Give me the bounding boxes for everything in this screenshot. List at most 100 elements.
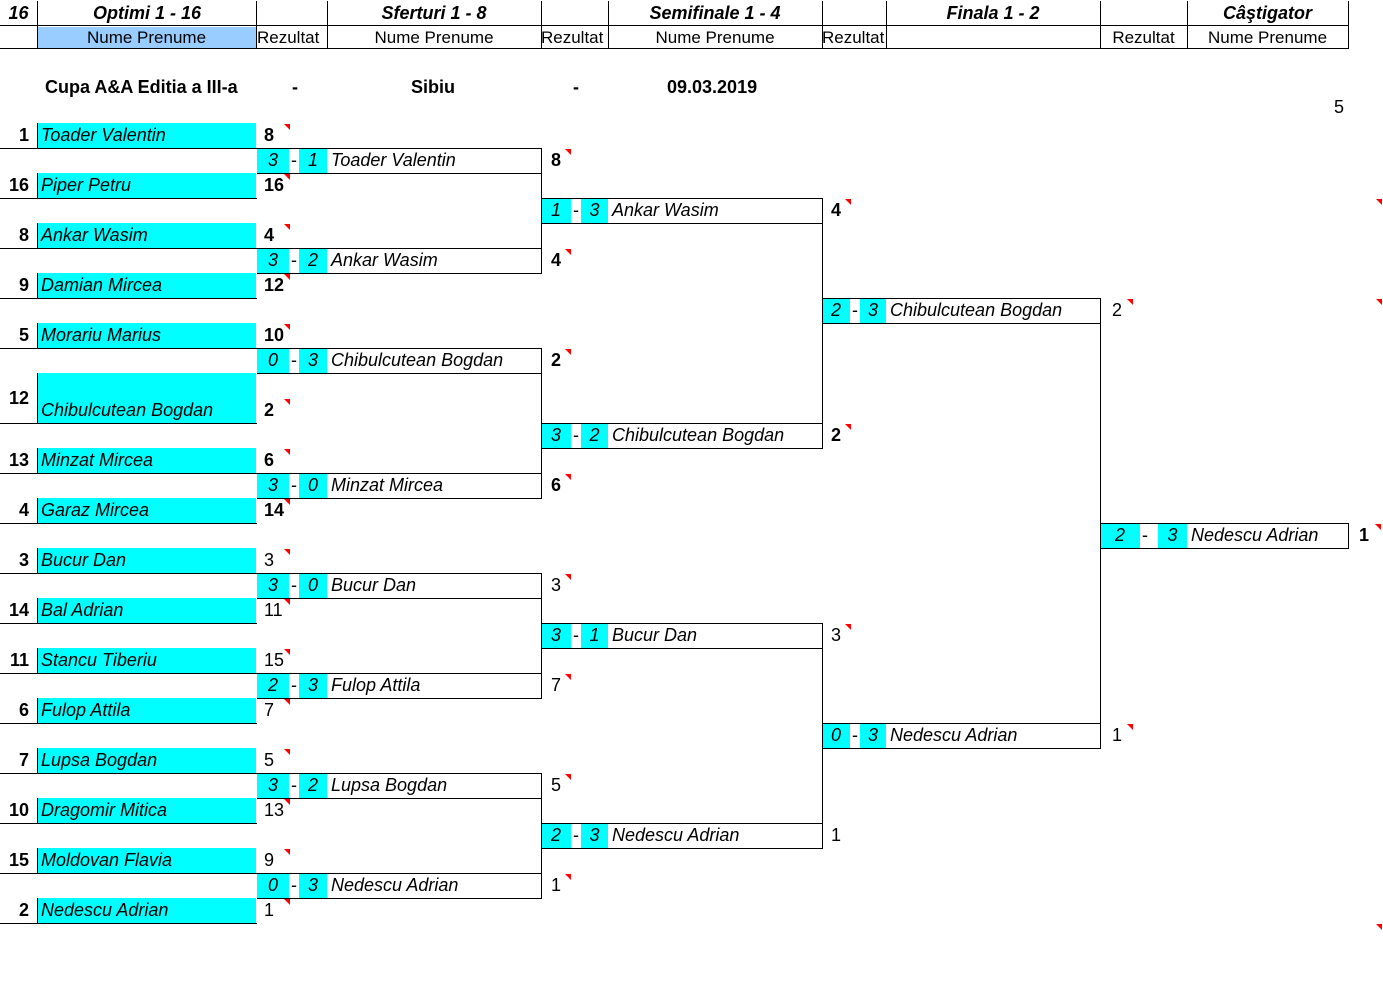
seed-number: 16 [8, 175, 29, 195]
player-name[interactable]: Stancu Tiberiu [37, 648, 256, 673]
bracket-line [0, 148, 257, 149]
player-name[interactable]: Dragomir Mitica [37, 798, 256, 823]
set-score: 3 [257, 473, 289, 498]
seed-number: 1 [18, 125, 29, 145]
header-divider [0, 25, 1348, 26]
header-count: 16 [8, 3, 29, 23]
player-name[interactable]: Chibulcutean Bogdan [612, 425, 785, 445]
winner-name[interactable]: Nedescu Adrian [1191, 525, 1319, 545]
set-score: 3 [257, 248, 289, 273]
result-value: 15 [264, 650, 285, 670]
comment-marker [284, 499, 290, 505]
player-name[interactable]: Ankar Wasim [331, 250, 438, 270]
side-number: 5 [1334, 97, 1345, 117]
bracket-line [0, 823, 257, 824]
bracket-line [822, 298, 1100, 299]
player-name[interactable]: Garaz Mircea [37, 498, 256, 523]
comment-marker [284, 749, 290, 755]
bracket-line [541, 648, 822, 649]
comment-marker [284, 799, 290, 805]
player-name[interactable]: Toader Valentin [37, 123, 256, 148]
bracket-line [37, 373, 38, 423]
result-value: 6 [264, 450, 275, 470]
bracket-line [1100, 323, 1101, 723]
bracket-line [541, 798, 542, 898]
result-value: 1 [551, 875, 562, 895]
result-value: 1 [1112, 725, 1123, 745]
player-name[interactable]: Bucur Dan [37, 548, 256, 573]
player-name[interactable]: Bucur Dan [331, 575, 417, 595]
bracket-line [37, 223, 38, 248]
score-dash: - [291, 350, 297, 370]
header-rezultat-4: Rezultat [1112, 28, 1175, 47]
set-score: 3 [299, 873, 327, 898]
player-name[interactable]: Nedescu Adrian [331, 875, 459, 895]
player-name[interactable]: Ankar Wasim [612, 200, 719, 220]
player-name[interactable]: Nedescu Adrian [890, 725, 1018, 745]
header-gridline [1187, 1, 1188, 49]
bracket-line [257, 873, 541, 874]
set-score: 1 [541, 198, 571, 223]
player-name[interactable]: Minzat Mircea [37, 448, 256, 473]
set-score: 3 [1158, 523, 1187, 548]
player-name[interactable]: Chibulcutean Bogdan [37, 373, 256, 423]
set-score: 0 [299, 573, 327, 598]
bracket-line [0, 523, 257, 524]
bracket-line [541, 623, 822, 624]
event-city: Sibiu [411, 77, 455, 97]
header-gridline [256, 1, 257, 49]
player-name[interactable]: Minzat Mircea [331, 475, 444, 495]
result-value: 3 [831, 625, 842, 645]
result-value: 4 [831, 200, 842, 220]
comment-marker [284, 124, 290, 130]
winner-result: 1 [1359, 525, 1370, 545]
bracket-line [37, 498, 38, 523]
player-name[interactable]: Chibulcutean Bogdan [890, 300, 1063, 320]
header-castigator: Câştigator [1222, 3, 1312, 23]
bracket-line [0, 248, 257, 249]
player-name[interactable]: Bal Adrian [37, 598, 256, 623]
player-name[interactable]: Piper Petru [37, 173, 256, 198]
player-name[interactable]: Toader Valentin [331, 150, 456, 170]
result-value: 2 [551, 350, 562, 370]
seed-number: 6 [18, 700, 29, 720]
seed-number: 8 [18, 225, 29, 245]
result-value: 7 [551, 675, 562, 695]
comment-marker [284, 649, 290, 655]
bracket-line [822, 748, 1100, 749]
player-name[interactable]: Nedescu Adrian [612, 825, 740, 845]
player-name[interactable]: Lupsa Bogdan [331, 775, 448, 795]
player-name[interactable]: Morariu Marius [37, 323, 256, 348]
bracket-line [1100, 723, 1101, 749]
header-gridline [1100, 1, 1101, 49]
comment-marker [284, 399, 290, 405]
player-name[interactable]: Damian Mircea [37, 273, 256, 298]
bracket-line [257, 148, 541, 149]
result-value: 8 [264, 125, 275, 145]
player-name[interactable]: Bucur Dan [612, 625, 698, 645]
player-name[interactable]: Moldovan Flavia [37, 848, 256, 873]
bracket-line [0, 773, 257, 774]
player-name[interactable]: Chibulcutean Bogdan [331, 350, 504, 370]
seed-number: 3 [18, 550, 29, 570]
bracket-line [37, 748, 38, 773]
bracket-line [822, 223, 823, 423]
player-name[interactable]: Nedescu Adrian [37, 898, 256, 923]
bracket-line [541, 773, 542, 799]
bracket-line [37, 123, 38, 148]
set-score: 2 [299, 248, 327, 273]
player-name[interactable]: Fulop Attila [37, 698, 256, 723]
result-value: 4 [551, 250, 562, 270]
comment-marker [565, 574, 571, 580]
bracket-line [257, 248, 541, 249]
player-name[interactable]: Lupsa Bogdan [37, 748, 256, 773]
comment-marker [845, 199, 851, 205]
bracket-line [541, 198, 822, 199]
bracket-line [0, 873, 257, 874]
bracket-line [257, 698, 541, 699]
player-name[interactable]: Fulop Attila [331, 675, 421, 695]
score-dash: - [573, 625, 579, 645]
player-name[interactable]: Ankar Wasim [37, 223, 256, 248]
set-score: 3 [860, 298, 886, 323]
bracket-line [37, 648, 38, 673]
